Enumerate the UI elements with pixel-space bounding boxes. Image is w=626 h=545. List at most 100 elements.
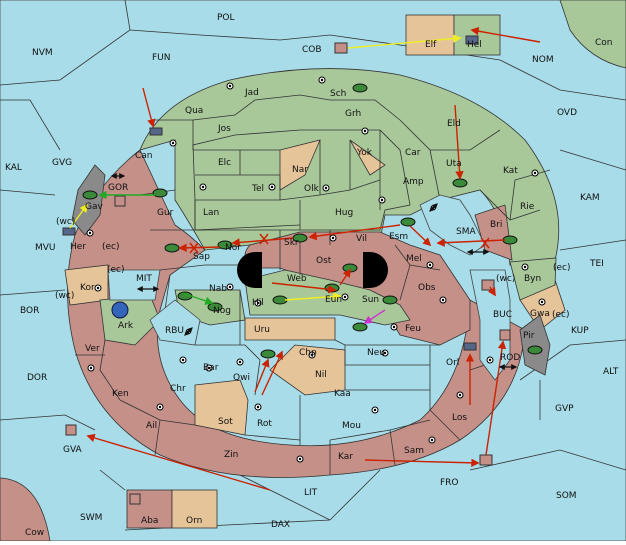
unit-fleet-hel[interactable] [465, 35, 479, 45]
region-elf[interactable] [405, 14, 455, 56]
label-lit: LIT [304, 488, 318, 498]
unit-army-hil[interactable] [272, 295, 288, 305]
label-orl: Orl [446, 358, 459, 368]
unit-army-uta[interactable] [452, 178, 468, 188]
arrow-rot-qwi [254, 358, 270, 393]
label-sch: Sch [330, 89, 346, 99]
region-sot[interactable] [194, 379, 249, 436]
label-aba: Aba [141, 516, 158, 526]
unit-army-bri[interactable] [502, 235, 518, 245]
label-esm: Esm [389, 232, 408, 242]
unit-army-web[interactable] [324, 283, 340, 293]
label-orn: Orn [186, 516, 202, 526]
label-elc: Elc [218, 158, 231, 168]
region-nil[interactable] [269, 344, 346, 396]
spiral-outer-red [67, 149, 526, 478]
label-yok: Yok [356, 148, 373, 158]
water-mit[interactable] [107, 269, 161, 301]
label-web: Web [287, 274, 307, 284]
arrow-esm-mel [409, 225, 432, 247]
supply-centers [86, 76, 546, 463]
arrow-nab-nog [181, 292, 214, 305]
label-gwa: Gwa [530, 309, 550, 319]
unit-ark-globe[interactable] [111, 301, 129, 319]
label-qwi: Qwi [233, 373, 250, 383]
unit-army-sch[interactable] [352, 83, 368, 93]
label-qua: Qua [185, 106, 203, 116]
label-eld: Eld [447, 119, 461, 129]
portal-east[interactable] [363, 252, 388, 288]
label-buc: BUC [493, 310, 512, 320]
arrow-rot-chp [261, 350, 283, 396]
unit-army-gor[interactable] [152, 188, 168, 198]
label-uta: Uta [446, 159, 462, 169]
label-gvp: GVP [555, 404, 574, 414]
unit-fleet-wc[interactable] [62, 227, 76, 236]
unit-army-qwi[interactable] [260, 349, 276, 359]
label-dax: DAX [271, 520, 290, 530]
unit-fleet-aba[interactable] [129, 493, 141, 505]
label-mel: Mel [406, 254, 422, 264]
label-gav: Gav [85, 202, 103, 212]
unit-fleet-buc[interactable] [481, 279, 495, 291]
label-ovd: OVD [557, 108, 577, 118]
region-orn[interactable] [171, 489, 218, 529]
label-her: Her [70, 242, 86, 252]
label-obs: Obs [418, 283, 436, 293]
unit-army-sun[interactable] [382, 295, 398, 305]
label-bor: BOR [20, 306, 39, 316]
unit-fleet-gva[interactable] [65, 424, 77, 436]
unit-army-esm[interactable] [400, 217, 416, 227]
label-sma: SMA [456, 227, 476, 237]
portal-west[interactable] [237, 252, 262, 288]
label-pir: Pir [523, 331, 535, 341]
label-kat: Kat [503, 166, 518, 176]
arrow-eld-uta [454, 104, 464, 180]
unit-fleet-gor[interactable] [114, 195, 126, 207]
double-arrows [110, 173, 518, 370]
label-uru: Uru [254, 325, 270, 335]
arrow-bri-sma [436, 238, 506, 247]
label-gur: Gur [157, 208, 174, 218]
label-nor: Nor [225, 243, 241, 253]
region-gav[interactable] [71, 164, 106, 236]
label-bar: Bar [203, 363, 219, 373]
label-mou: Mou [342, 421, 361, 431]
unit-fleet-rod[interactable] [499, 329, 511, 341]
label-sun: Sun [362, 295, 379, 305]
label-som: SOM [556, 491, 577, 501]
arrow-web-eun [271, 282, 337, 294]
label-gvg: GVG [52, 158, 72, 168]
label-cob: COB [302, 45, 322, 55]
label-nvm: NVM [32, 48, 53, 58]
label-nog: Nog [213, 306, 231, 316]
label-dor: DOR [27, 373, 47, 383]
unit-army-pir[interactable] [527, 345, 543, 355]
water-buc-rod[interactable] [469, 269, 511, 381]
arrow-buc-bri [487, 286, 496, 297]
unit-fleet-fro[interactable] [479, 454, 493, 466]
unit-fleet-orl[interactable] [463, 342, 477, 351]
failed-order-crosses [189, 233, 490, 254]
label-ec2: (ec) [553, 263, 571, 273]
label-wc3: (wc) [55, 291, 74, 301]
unit-army-feu[interactable] [352, 322, 368, 332]
unit-army-sap[interactable] [164, 243, 180, 253]
label-zin: Zin [224, 450, 238, 460]
label-kal: KAL [5, 163, 22, 173]
label-olk: Olk [304, 184, 320, 194]
label-ec3: (ec) [107, 265, 125, 275]
label-cow: Cow [25, 528, 44, 538]
region-yok[interactable] [349, 139, 386, 176]
region-pir[interactable] [519, 314, 551, 376]
unit-army-gav[interactable] [82, 190, 98, 200]
unit-fleet-cob[interactable] [334, 42, 348, 54]
label-ost: Ost [316, 256, 332, 266]
label-ken: Ken [112, 389, 129, 399]
arrow-hil-eun [284, 292, 342, 301]
unit-fleet-can[interactable] [149, 127, 163, 136]
unit-army-nog[interactable] [207, 302, 223, 312]
region-byn[interactable] [509, 257, 557, 301]
label-can: Can [135, 151, 153, 161]
label-fro: FRO [440, 478, 459, 488]
